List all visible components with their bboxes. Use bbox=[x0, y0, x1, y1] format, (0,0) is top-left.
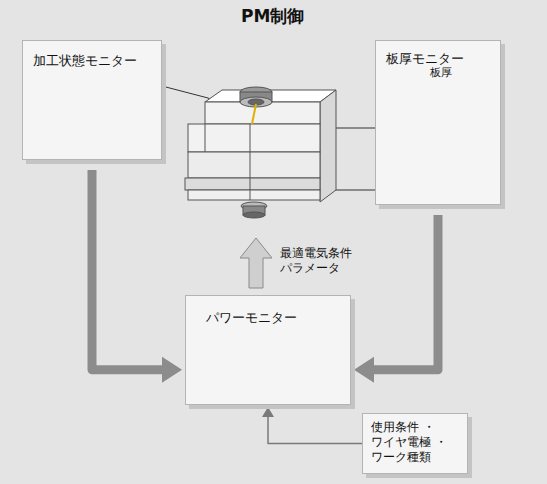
arrow-head bbox=[162, 357, 182, 383]
annotation-label: 最適電気条件 パラメータ bbox=[280, 246, 370, 276]
parameter-arrow bbox=[240, 238, 272, 288]
arrow-shaft bbox=[268, 417, 362, 444]
arrow-shaft bbox=[92, 170, 165, 370]
monitor-box: 板厚モニター bbox=[375, 40, 501, 205]
arrow-shaft bbox=[371, 215, 438, 370]
machine-illustration bbox=[185, 87, 336, 218]
arrow-head bbox=[262, 407, 274, 417]
box-label: 加工状態モニター bbox=[33, 53, 151, 69]
annotation-label: 板厚 bbox=[430, 66, 452, 80]
box-label: 板厚モニター bbox=[386, 51, 490, 67]
flow-arrow bbox=[92, 170, 182, 383]
flow-arrow bbox=[354, 215, 438, 383]
diagram-title: PM制御 bbox=[241, 6, 304, 27]
monitor-box: 使用条件 ・ワイヤ電極 ・ワーク種類 bbox=[362, 413, 468, 474]
flow-arrow bbox=[262, 407, 362, 444]
monitor-box: パワーモニター bbox=[185, 295, 351, 405]
arrow-head bbox=[354, 357, 374, 383]
box-label: パワーモニター bbox=[206, 310, 330, 326]
box-label: 使用条件 ・ワイヤ電極 ・ワーク種類 bbox=[371, 420, 457, 465]
monitor-box: 加工状態モニター bbox=[22, 40, 162, 160]
